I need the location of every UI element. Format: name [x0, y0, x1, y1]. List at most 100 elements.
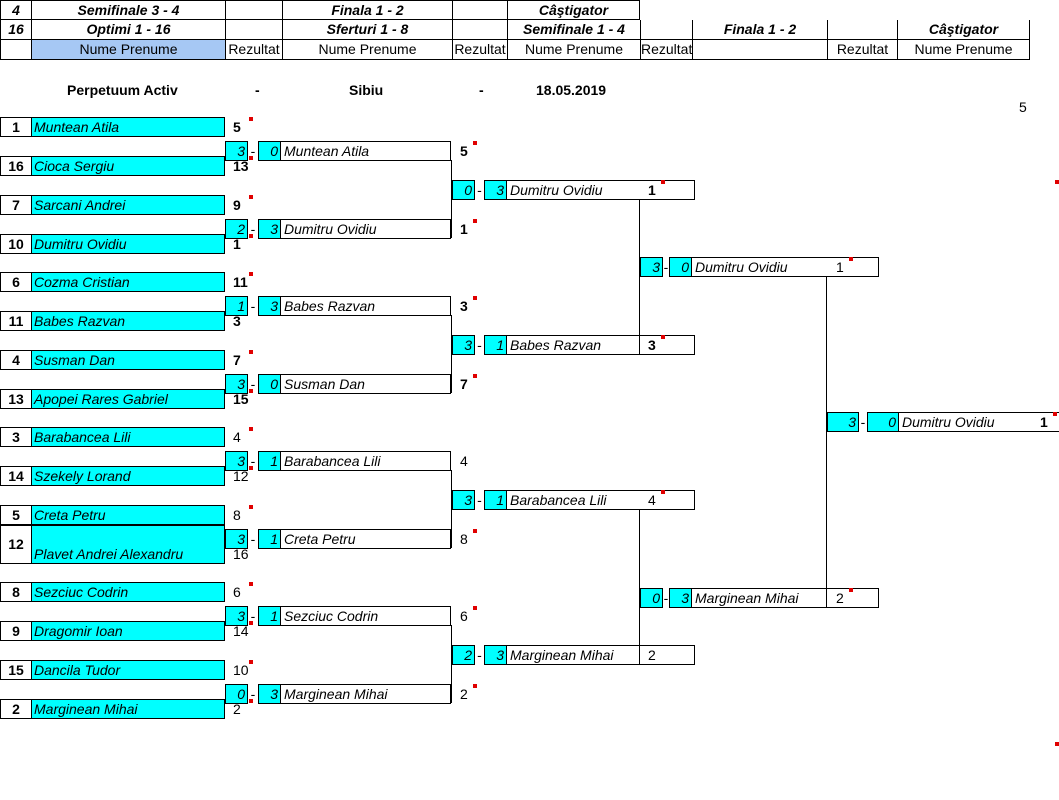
player-name[interactable]: Susman Dan: [31, 349, 225, 370]
winner-result: 2: [648, 647, 656, 663]
player-result: 9: [233, 196, 241, 213]
score-left: 3: [640, 257, 663, 277]
score-dash: -: [663, 590, 669, 606]
score-right: 0: [867, 412, 899, 432]
winner-name[interactable]: Dumitru Ovidiu: [281, 218, 451, 239]
winner-name[interactable]: Marginean Mihai: [281, 683, 451, 704]
player-name[interactable]: Creta Petru: [31, 504, 225, 525]
seed-number: 16: [0, 156, 31, 176]
score-right: 3: [484, 645, 507, 665]
winner-name[interactable]: Dumitru Ovidiu: [692, 257, 879, 277]
score-left: 0: [225, 683, 248, 704]
score-right: 0: [258, 373, 281, 394]
player-result: 6: [233, 584, 241, 600]
winner-name[interactable]: Susman Dan: [281, 373, 451, 394]
seed-number: 7: [0, 194, 31, 215]
winner-result: 3: [460, 298, 468, 314]
header-cell: 16: [0, 20, 31, 40]
winner-name[interactable]: Muntean Atila: [281, 141, 451, 161]
score-dash: -: [250, 530, 256, 547]
player-result: 4: [233, 429, 241, 445]
score-right: 3: [258, 218, 281, 239]
winner-name[interactable]: Dumitru Ovidiu: [899, 412, 1059, 432]
winner-result: 4: [648, 492, 656, 508]
header-cell: Rezultat: [640, 40, 692, 60]
seed-number: 10: [0, 233, 31, 254]
winner-name[interactable]: Creta Petru: [281, 528, 451, 549]
player-name[interactable]: Dumitru Ovidiu: [31, 233, 225, 254]
player-name[interactable]: Cozma Cristian: [31, 272, 225, 292]
score-right: 0: [258, 141, 281, 161]
winner-name[interactable]: Sezciuc Codrin: [281, 606, 451, 626]
winner-result: 2: [460, 685, 468, 702]
winner-name[interactable]: Dumitru Ovidiu: [507, 180, 695, 200]
info-dash: -: [255, 82, 260, 98]
score-dash: -: [477, 337, 482, 353]
player-result: 2: [233, 700, 241, 717]
seed-number: 11: [0, 311, 31, 331]
player-name[interactable]: Dragomir Ioan: [31, 621, 225, 641]
comment-marker-icon: [473, 218, 477, 223]
header-cell: Finala 1 - 2: [282, 0, 452, 20]
player-name[interactable]: Barabancea Lili: [31, 427, 225, 447]
comment-marker-icon: [249, 698, 253, 703]
comment-marker-icon: [849, 588, 853, 592]
score-left: 3: [225, 606, 248, 626]
score-left: 0: [640, 588, 663, 608]
winner-result: 5: [460, 143, 468, 159]
comment-marker-icon: [249, 349, 253, 354]
player-name[interactable]: Babes Razvan: [31, 311, 225, 331]
winner-result: 3: [648, 337, 656, 353]
comment-marker-icon: [249, 466, 253, 470]
bracket-line: [639, 509, 640, 664]
header-cell: [452, 20, 507, 40]
player-name[interactable]: Szekely Lorand: [31, 466, 225, 486]
header-cell: [225, 20, 282, 40]
comment-marker-icon: [473, 296, 477, 300]
player-name[interactable]: Sarcani Andrei: [31, 194, 225, 215]
player-name-text: Plavet Andrei Alexandru: [34, 545, 184, 562]
comment-marker-icon: [473, 373, 477, 378]
player-name[interactable]: Dancila Tudor: [31, 659, 225, 680]
score-dash: -: [250, 298, 256, 314]
winner-name[interactable]: Marginean Mihai: [507, 645, 695, 665]
winner-name[interactable]: Marginean Mihai: [692, 588, 879, 608]
seed-number: 12: [0, 524, 31, 564]
player-name[interactable]: Plavet Andrei Alexandru: [31, 524, 225, 564]
comment-marker-icon: [249, 659, 253, 664]
comment-marker-icon: [249, 621, 253, 625]
header-cell: Semifinale 1 - 4: [507, 20, 640, 40]
player-name[interactable]: Cioca Sergiu: [31, 156, 225, 176]
seed-number: 4: [0, 349, 31, 370]
winner-name[interactable]: Babes Razvan: [507, 335, 695, 355]
player-name[interactable]: Muntean Atila: [31, 117, 225, 137]
header-cell: [452, 0, 507, 20]
seed-number: 8: [0, 582, 31, 602]
player-name[interactable]: Apopei Rares Gabriel: [31, 388, 225, 409]
winner-name[interactable]: Barabancea Lili: [281, 451, 451, 471]
score-dash: -: [250, 143, 256, 159]
score-right: 1: [484, 490, 507, 510]
winner-name[interactable]: Babes Razvan: [281, 296, 451, 316]
bracket-line: [639, 199, 640, 354]
bracket-line: [826, 276, 827, 607]
score-left: 2: [225, 218, 248, 239]
winner-name[interactable]: Barabancea Lili: [507, 490, 695, 510]
player-name[interactable]: Sezciuc Codrin: [31, 582, 225, 602]
info-dash: -: [479, 82, 484, 98]
seed-number: 6: [0, 272, 31, 292]
winner-result: 7: [460, 375, 468, 392]
score-dash: -: [250, 375, 256, 392]
comment-marker-icon: [249, 272, 253, 276]
comment-marker-icon: [661, 335, 665, 339]
score-dash: -: [250, 453, 256, 469]
score-dash: -: [477, 647, 482, 663]
score-left: 3: [827, 412, 859, 432]
seed-number: 15: [0, 659, 31, 680]
team-name: Perpetuum Activ: [67, 82, 178, 98]
player-name[interactable]: Marginean Mihai: [31, 698, 225, 719]
header-cell: Rezultat: [827, 40, 897, 60]
comment-marker-icon: [249, 582, 253, 586]
comment-marker-icon: [249, 117, 253, 121]
comment-marker-icon: [1053, 412, 1057, 416]
